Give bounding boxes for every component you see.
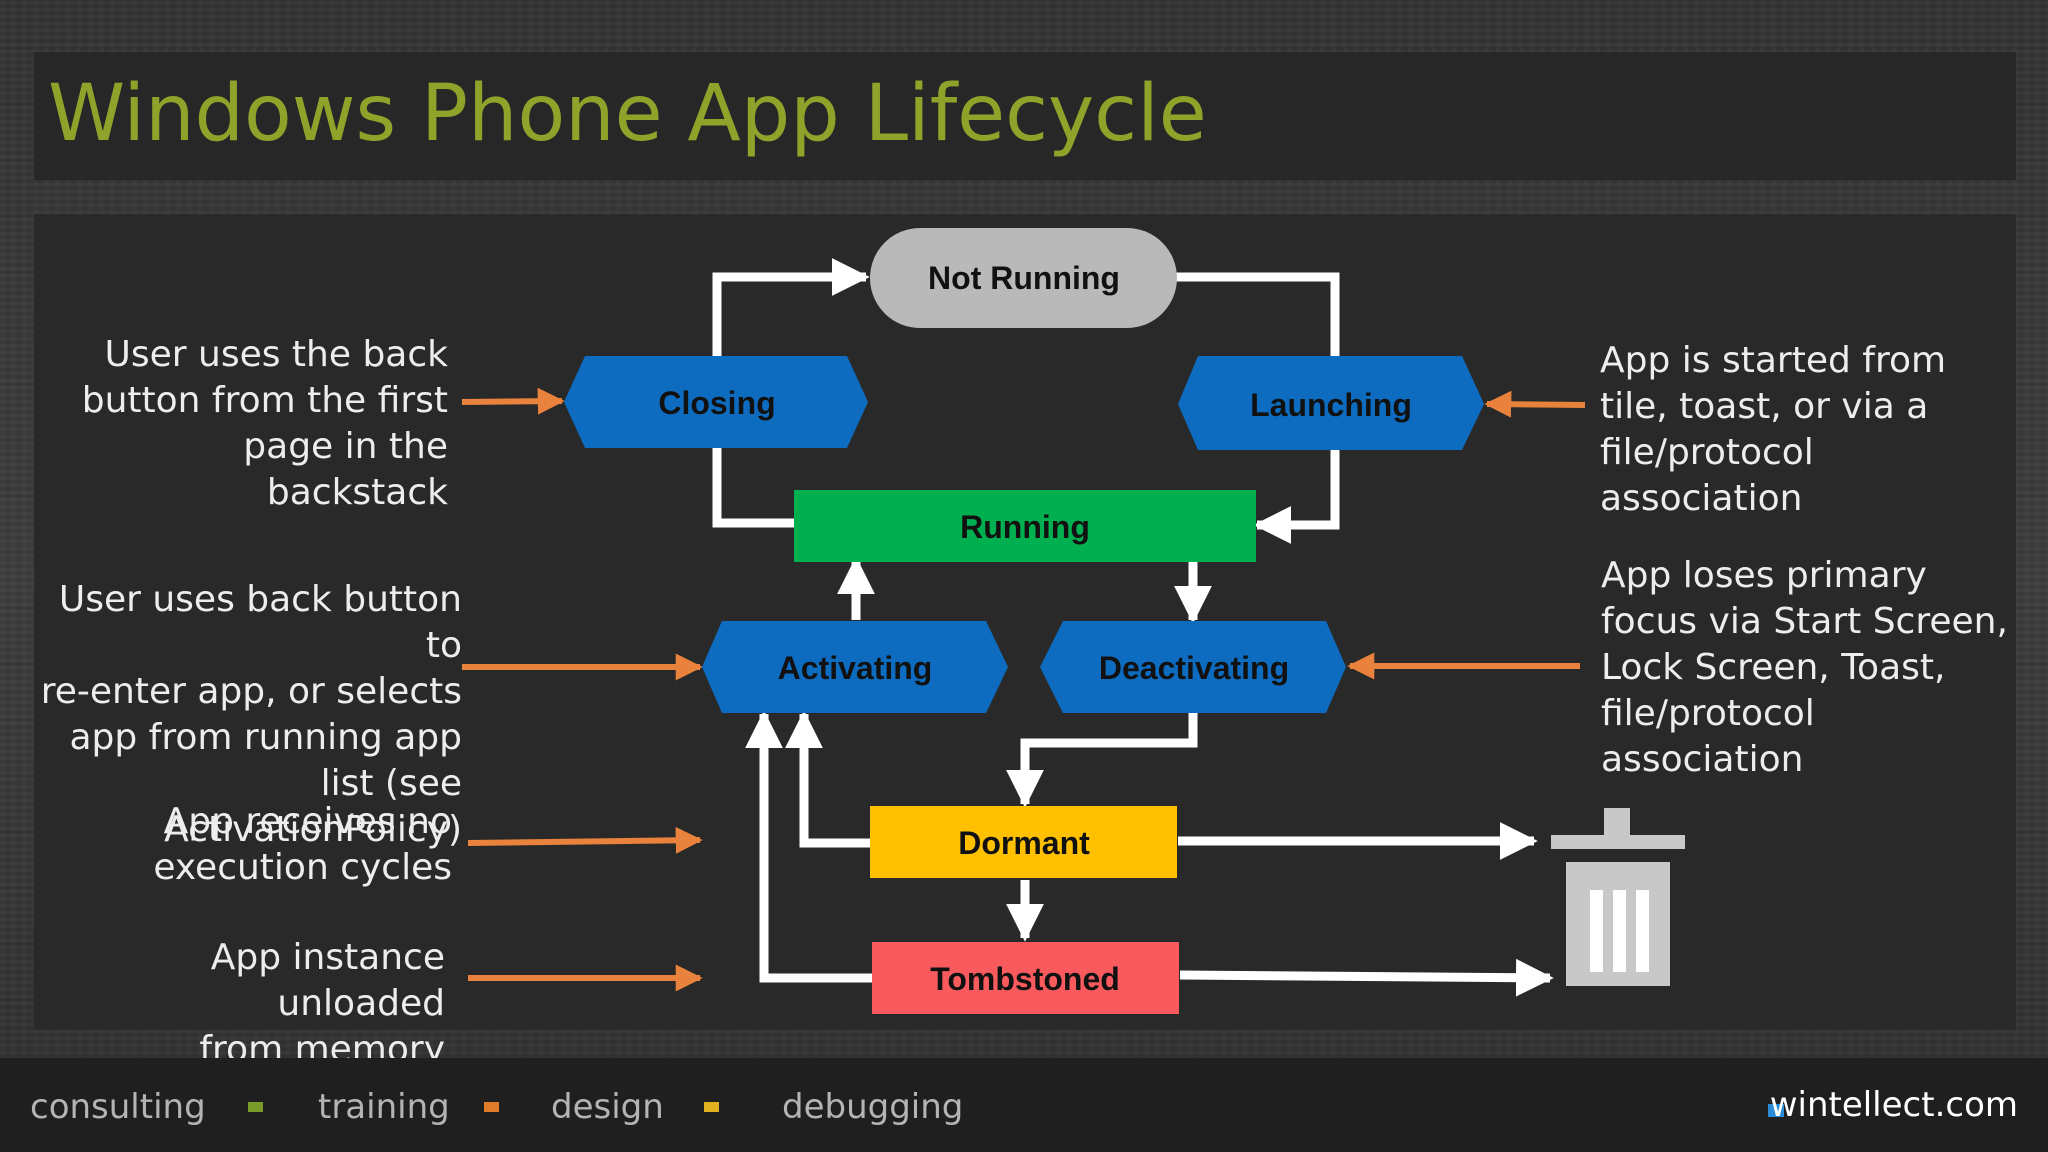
note-line: Lock Screen, Toast, bbox=[1601, 647, 1946, 688]
closing-state bbox=[564, 356, 868, 448]
trash-icon bbox=[1551, 808, 1685, 986]
note-line: button from the first bbox=[81, 380, 448, 421]
arrow-launching-note bbox=[1484, 390, 1586, 418]
deactivating-label: Deactivating bbox=[1099, 650, 1289, 686]
note-line: list (see ActivationPolicy) bbox=[164, 763, 462, 850]
footer-bar bbox=[0, 1058, 2048, 1152]
dormant-label: Dormant bbox=[958, 825, 1090, 861]
trash-slot-2 bbox=[1613, 890, 1626, 972]
deactivating-state bbox=[1040, 621, 1346, 713]
note-line: App loses primary bbox=[1601, 555, 1927, 596]
footer-site-link[interactable]: wintellect.com bbox=[1769, 1085, 2018, 1125]
footer-item-training: training bbox=[318, 1087, 450, 1127]
launching-state bbox=[1178, 356, 1484, 450]
deactivating-note: App loses primary focus via Start Screen… bbox=[1601, 553, 2021, 783]
slide-title: Windows Phone App Lifecycle bbox=[48, 69, 1207, 159]
trash-lid-handle bbox=[1604, 808, 1630, 838]
arrow-tombstoned-to-activating bbox=[745, 710, 872, 983]
footer-item-consulting: consulting bbox=[30, 1087, 206, 1127]
activating-note: User uses back button to re-enter app, o… bbox=[30, 577, 462, 853]
note-line: app from running app bbox=[69, 717, 462, 758]
title-panel bbox=[34, 52, 2016, 180]
footer-item-debugging: debugging bbox=[782, 1087, 964, 1127]
note-line: execution cycles bbox=[153, 847, 452, 888]
note-line: file/protocol bbox=[1601, 693, 1815, 734]
note-line: page in the backstack bbox=[243, 426, 448, 513]
arrow-dormant-to-activating bbox=[785, 710, 870, 848]
note-line: file/protocol bbox=[1600, 432, 1814, 473]
tombstoned-state bbox=[872, 942, 1179, 1014]
trash-slot-1 bbox=[1590, 890, 1603, 972]
arrow-tombstoned-to-trash bbox=[1179, 958, 1554, 997]
launching-label: Launching bbox=[1250, 387, 1412, 423]
not-running-state bbox=[870, 228, 1177, 328]
trash-lid bbox=[1551, 835, 1685, 849]
footer-item-design: design bbox=[551, 1087, 664, 1127]
trash-slot-3 bbox=[1636, 890, 1649, 972]
activating-label: Activating bbox=[778, 650, 933, 686]
tombstoned-label: Tombstoned bbox=[930, 961, 1120, 997]
closing-label: Closing bbox=[658, 385, 775, 421]
note-line: focus via Start Screen, bbox=[1601, 601, 2008, 642]
note-line: re-enter app, or selects bbox=[40, 671, 462, 712]
footer-separator-dot bbox=[248, 1102, 263, 1112]
note-line: User uses the back bbox=[104, 334, 449, 375]
note-line: association bbox=[1600, 478, 1803, 519]
state-labels: Not Running Closing Launching Running Ac… bbox=[658, 260, 1412, 997]
note-line: tile, toast, or via a bbox=[1600, 386, 1929, 427]
arrow-closing-note bbox=[461, 387, 565, 415]
note-line: App instance unloaded bbox=[210, 937, 445, 1024]
footer-separator-dot bbox=[704, 1102, 719, 1112]
note-line: association bbox=[1601, 739, 1804, 780]
arrow-deactivating-to-dormant bbox=[1006, 712, 1198, 808]
launching-note: App is started from tile, toast, or via … bbox=[1600, 338, 2020, 522]
note-line: App receives no bbox=[163, 801, 452, 842]
arrow-dormant-note bbox=[467, 826, 703, 854]
note-line: App is started from bbox=[1600, 340, 1947, 381]
footer-separator-dot bbox=[484, 1102, 499, 1112]
closing-note: User uses the back button from the first… bbox=[60, 332, 448, 516]
dormant-state bbox=[870, 806, 1177, 878]
not-running-label: Not Running bbox=[928, 260, 1120, 296]
dormant-note: App receives no execution cycles bbox=[100, 799, 452, 891]
running-label: Running bbox=[960, 509, 1090, 545]
note-line: User uses back button to bbox=[58, 579, 462, 666]
state-shapes bbox=[564, 228, 1484, 1014]
site-bullet-icon bbox=[1768, 1104, 1784, 1117]
running-state bbox=[794, 490, 1256, 562]
tombstoned-note: App instance unloaded from memory bbox=[40, 935, 445, 1073]
activating-state bbox=[702, 621, 1008, 713]
event-arrows bbox=[461, 387, 1586, 992]
